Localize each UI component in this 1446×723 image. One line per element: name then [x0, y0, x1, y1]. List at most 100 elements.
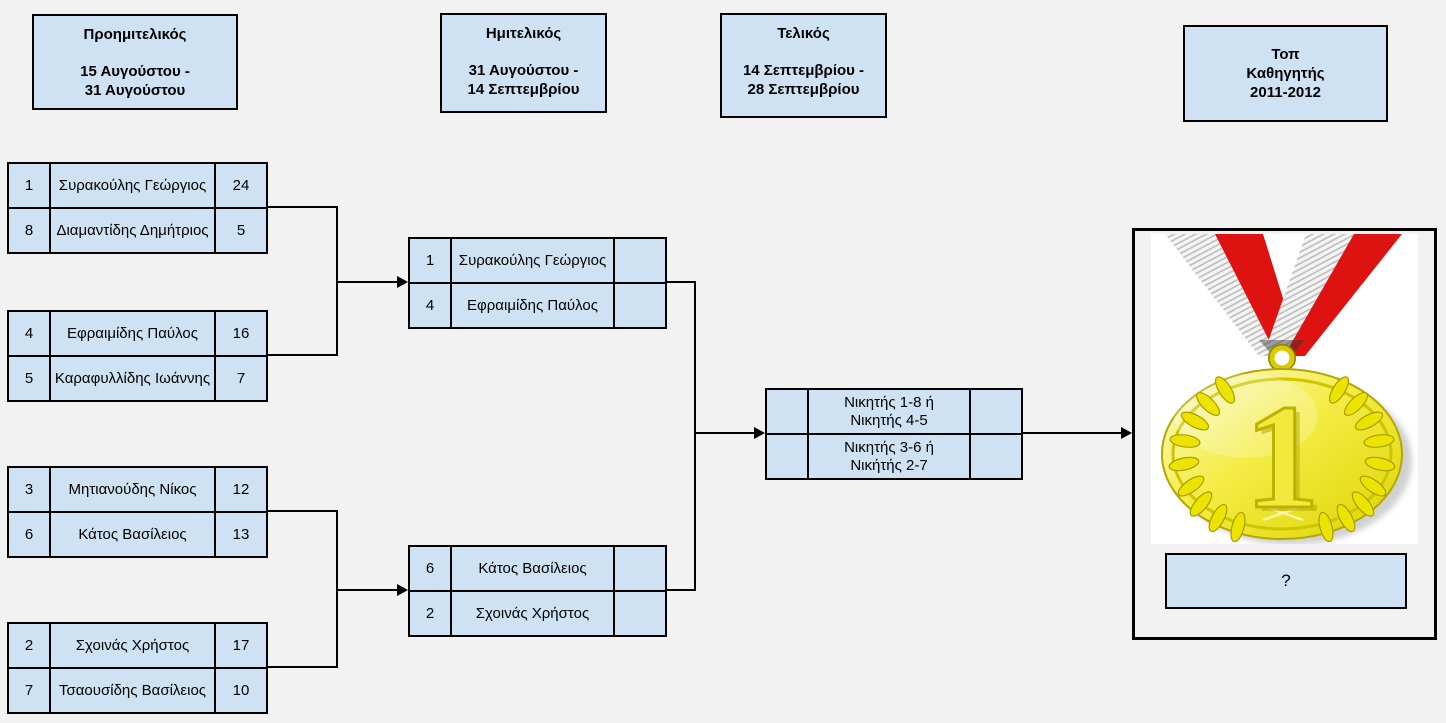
seed-cell: 4 [410, 284, 452, 327]
table-row: 1 Συρακούλης Γεώργιος [410, 239, 665, 282]
player-name: Διαμαντίδης Δημήτριος [56, 221, 209, 239]
score-cell: 5 [214, 209, 266, 252]
score-cell [969, 435, 1021, 478]
connector-line [268, 666, 337, 668]
table-row: 2 Σχοινάς Χρήστος 17 [9, 624, 266, 667]
player-name: Κάτος Βασίλειος [478, 559, 587, 577]
seed-cell: 6 [9, 513, 51, 556]
table-row: 8 Διαμαντίδης Δημήτριος 5 [9, 207, 266, 252]
seed-cell: 1 [9, 164, 51, 207]
arrow-right-icon [397, 276, 408, 288]
player-name: Κάτος Βασίλειος [78, 525, 187, 543]
score-cell: 16 [214, 312, 266, 355]
player-name: Εφραιμίδης Παύλος [467, 296, 598, 314]
seed-cell: 2 [410, 592, 452, 635]
connector-line [268, 510, 337, 512]
score-cell [613, 547, 665, 590]
connector-line [667, 281, 696, 283]
seed-cell: 5 [9, 357, 51, 400]
winner-placeholder-box: ? [1165, 553, 1407, 609]
connector-line [268, 354, 337, 356]
medal-image-area: 1 1 [1151, 234, 1418, 545]
round-title: Τελικός [777, 25, 830, 42]
seed-cell: 8 [9, 209, 51, 252]
round-header-semifinal: Ημιτελικός 31 Αυγούστου - 14 Σεπτεμβρίου [440, 13, 607, 113]
player-name: Νικητής 1-8 ή Νικητής 4-5 [844, 393, 934, 429]
arrow-right-icon [754, 427, 765, 439]
connector-line [336, 281, 398, 283]
table-row: 4 Εφραιμίδης Παύλος [410, 282, 665, 327]
round-title: Τοπ Καθηγητής 2011-2012 [1246, 46, 1325, 101]
round-header-top-teacher: Τοπ Καθηγητής 2011-2012 [1183, 25, 1388, 122]
table-row: 5 Καραφυλλίδης Ιωάννης 7 [9, 355, 266, 400]
winner-prize-box: 1 1 ? [1132, 228, 1437, 640]
arrow-right-icon [1121, 427, 1132, 439]
ribbon-left-striped [1165, 234, 1277, 356]
connector-line [667, 589, 696, 591]
connector-line [694, 281, 696, 591]
player-name: Συρακούλης Γεώργιος [58, 176, 207, 194]
score-cell [969, 390, 1021, 433]
medal-face [1161, 368, 1403, 540]
quarterfinal-match-1: 1 Συρακούλης Γεώργιος 24 8 Διαμαντίδης Δ… [7, 162, 268, 254]
player-name: Καραφυλλίδης Ιωάννης [54, 369, 211, 387]
player-name: Σχοινάς Χρήστος [475, 604, 590, 622]
quarterfinal-match-3: 3 Μητιανούδης Νίκος 12 6 Κάτος Βασίλειος… [7, 466, 268, 558]
score-cell: 7 [214, 357, 266, 400]
connector-line [694, 432, 755, 434]
player-name: Εφραιμίδης Παύλος [67, 324, 198, 342]
ribbon-right-striped [1263, 234, 1354, 356]
seed-cell: 1 [410, 239, 452, 282]
table-row: 7 Τσαουσίδης Βασίλειος 10 [9, 667, 266, 712]
medal-inner-rim [1171, 377, 1393, 531]
seed-cell: 4 [9, 312, 51, 355]
quarterfinal-match-2: 4 Εφραιμίδης Παύλος 16 5 Καραφυλλίδης Ιω… [7, 310, 268, 402]
round-title: Προημιτελικός [83, 26, 187, 43]
table-row: Νικητής 1-8 ή Νικητής 4-5 [767, 390, 1021, 433]
player-name: Νικητής 3-6 ή Νικήτής 2-7 [844, 438, 934, 474]
player-name: Συρακούλης Γεώργιος [458, 251, 607, 269]
round-header-quarterfinal: Προημιτελικός 15 Αυγούστου - 31 Αυγούστο… [32, 14, 238, 110]
medal-number-shadow: 1 [1250, 378, 1325, 544]
medal-number: 1 [1245, 374, 1320, 540]
connector-line [336, 589, 398, 591]
table-row: 4 Εφραιμίδης Παύλος 16 [9, 312, 266, 355]
seed-cell: 6 [410, 547, 452, 590]
player-name: Μητιανούδης Νίκος [68, 480, 197, 498]
table-row: 6 Κάτος Βασίλειος [410, 547, 665, 590]
medal-ring [1269, 345, 1295, 371]
arrow-right-icon [397, 584, 408, 596]
score-cell: 10 [214, 669, 266, 712]
seed-cell [767, 390, 809, 433]
table-row: 3 Μητιανούδης Νίκος 12 [9, 468, 266, 511]
seed-cell: 3 [9, 468, 51, 511]
wreath-cross-stems [1262, 504, 1304, 522]
score-cell: 13 [214, 513, 266, 556]
ribbon-right-red [1284, 234, 1402, 356]
seed-cell: 7 [9, 669, 51, 712]
semifinal-match-2: 6 Κάτος Βασίλειος 2 Σχοινάς Χρήστος [408, 545, 667, 637]
seed-cell: 2 [9, 624, 51, 667]
score-cell: 24 [214, 164, 266, 207]
semifinal-match-1: 1 Συρακούλης Γεώργιος 4 Εφραιμίδης Παύλο… [408, 237, 667, 329]
player-name: Τσαουσίδης Βασίλειος [58, 681, 207, 699]
table-row: 6 Κάτος Βασίλειος 13 [9, 511, 266, 556]
score-cell: 12 [214, 468, 266, 511]
round-title: Ημιτελικός [485, 25, 562, 42]
score-cell [613, 284, 665, 327]
seed-cell [767, 435, 809, 478]
gold-medal-icon: 1 1 [1151, 234, 1418, 545]
connector-line [1023, 432, 1122, 434]
quarterfinal-match-4: 2 Σχοινάς Χρήστος 17 7 Τσαουσίδης Βασίλε… [7, 622, 268, 714]
medal-highlight [1174, 374, 1318, 458]
score-cell: 17 [214, 624, 266, 667]
table-row: 2 Σχοινάς Χρήστος [410, 590, 665, 635]
final-match: Νικητής 1-8 ή Νικητής 4-5 Νικητής 3-6 ή … [765, 388, 1023, 480]
player-name: Σχοινάς Χρήστος [75, 636, 190, 654]
laurel-wreath [1168, 376, 1396, 543]
table-row: 1 Συρακούλης Γεώργιος 24 [9, 164, 266, 207]
table-row: Νικητής 3-6 ή Νικήτής 2-7 [767, 433, 1021, 478]
connector-line [268, 206, 337, 208]
winner-placeholder-text: ? [1281, 571, 1291, 590]
